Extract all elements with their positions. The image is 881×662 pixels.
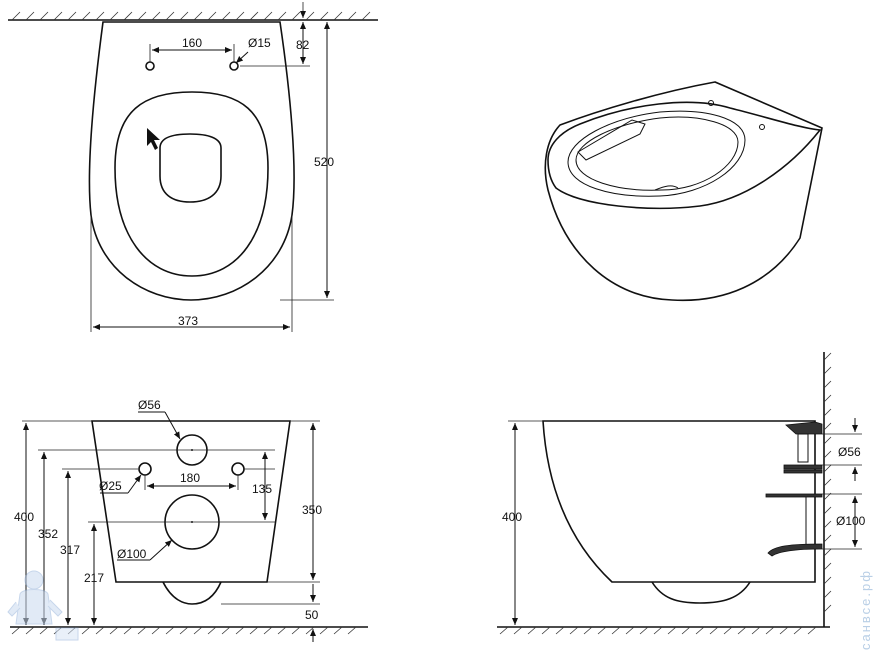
- top-wall-hatch: [11, 11, 371, 21]
- iso-flush-opening: [577, 119, 646, 161]
- iso-body-outline: [544, 81, 823, 302]
- bowl-opening-top: [159, 133, 222, 203]
- front-base-bulge: [162, 581, 222, 605]
- side-outlet-connector: [765, 493, 823, 557]
- dim-label-373: 373: [178, 314, 198, 328]
- side-view: 400 Ø56 Ø100: [497, 352, 866, 635]
- side-body-outline: [542, 420, 816, 583]
- leader-15: [235, 51, 249, 64]
- dim-label-82: 82: [296, 38, 310, 52]
- bowl-rim-top: [114, 91, 269, 277]
- dim-label-side-d56: Ø56: [838, 445, 861, 459]
- iso-outlet-edge: [654, 185, 679, 191]
- dim-label-350: 350: [302, 503, 322, 517]
- dim-label-d15: Ø15: [248, 36, 271, 50]
- dim-label-180: 180: [180, 471, 200, 485]
- dim-label-d25: Ø25: [99, 479, 122, 493]
- mount-hole-left: [145, 61, 155, 71]
- bowl-outline-top: [88, 21, 295, 301]
- dim-label-side-d100: Ø100: [836, 514, 866, 528]
- front-stud-left: [138, 462, 152, 476]
- side-base-bulge: [651, 581, 751, 604]
- dim-label-217: 217: [84, 571, 104, 585]
- iso-view: [544, 81, 823, 302]
- dim-label-520: 520: [314, 155, 334, 169]
- dim-label-160: 160: [182, 36, 202, 50]
- iso-hole-1: [708, 100, 714, 106]
- dim-label-352: 352: [38, 527, 58, 541]
- dim-label-135: 135: [252, 482, 272, 496]
- side-wall-hatch: [823, 352, 832, 613]
- dim-label-side-400: 400: [502, 510, 522, 524]
- dim-label-front-d100: Ø100: [117, 547, 147, 561]
- dim-label-front-d56: Ø56: [138, 398, 161, 412]
- front-stud-right: [231, 462, 245, 476]
- watermark-text: санвсе.рф: [858, 569, 873, 650]
- front-view: 400 352 317 217 135 350 50 180 Ø56 Ø25 Ø…: [10, 398, 368, 642]
- dim-label-front-400: 400: [14, 510, 34, 524]
- iso-rim-outer: [547, 101, 822, 210]
- dim-label-317: 317: [60, 543, 80, 557]
- plumber-mascot-icon: [7, 570, 79, 641]
- leader-front-25: [127, 474, 142, 494]
- iso-rim-inner: [567, 110, 746, 197]
- leader-front-56: [164, 411, 181, 440]
- leader-front-100: [149, 539, 173, 561]
- side-floor-hatch: [499, 626, 817, 635]
- dim-label-50: 50: [305, 608, 319, 622]
- mouse-pointer-icon: [147, 128, 160, 150]
- iso-hole-2: [759, 124, 765, 130]
- mount-hole-right: [229, 61, 239, 71]
- side-inlet-connector: [783, 421, 823, 474]
- top-view: 160 Ø15 82 520 373: [8, 2, 378, 332]
